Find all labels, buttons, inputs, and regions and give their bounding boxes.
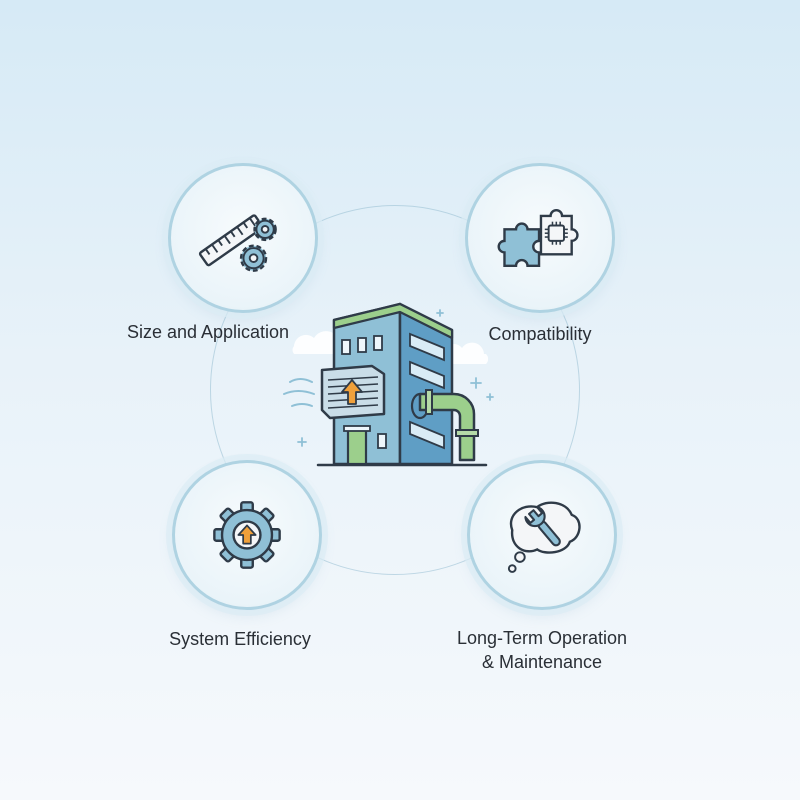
efficiency-node [172,460,322,610]
ruler-gears-icon [198,214,277,272]
size-label: Size and Application [126,322,290,342]
maintenance-label-line1: Long-Term Operation [456,628,628,648]
efficiency-label: System Efficiency [169,629,311,649]
puzzle-chip-icon [497,208,579,268]
compat-node [465,163,615,313]
gear-arrow-up-icon [213,501,281,569]
compat-label: Compatibility [488,324,592,344]
maintenance-node [467,460,617,610]
wrench-thought-bubble-icon [507,501,581,573]
connector-ring [210,205,580,575]
maintenance-label-line2: & Maintenance [481,652,603,672]
size-node [168,163,318,313]
building-hvac-pipe-icon [280,290,510,480]
